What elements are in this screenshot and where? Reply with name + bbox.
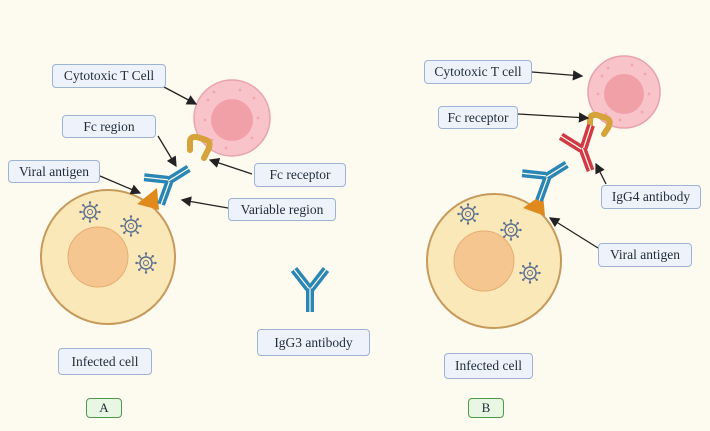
- arrows-a: [99, 86, 253, 209]
- label-cytotoxic-t-cell-b: Cytotoxic T cell: [424, 60, 532, 84]
- panel-tag-b: B: [468, 398, 504, 418]
- label-igg3-antibody: IgG3 antibody: [257, 329, 370, 356]
- t-cell-b: [587, 55, 661, 129]
- panel-tag-a: A: [86, 398, 122, 418]
- viral-antigen-icon: [137, 188, 159, 210]
- label-infected-cell-a: Infected cell: [58, 348, 152, 375]
- label-fc-receptor-a: Fc receptor: [254, 163, 346, 187]
- label-viral-antigen-b: Viral antigen: [598, 243, 692, 267]
- antibody-icon: [517, 147, 578, 206]
- fc-receptor-icon: [187, 133, 213, 161]
- antibody-icon: [290, 266, 330, 313]
- label-fc-receptor-b: Fc receptor: [438, 106, 518, 129]
- t-cell-a: [193, 79, 271, 157]
- label-cytotoxic-t-cell-a: Cytotoxic T Cell: [52, 64, 166, 88]
- fc-receptor-icon: [587, 111, 613, 137]
- label-infected-cell-b: Infected cell: [444, 353, 533, 379]
- infected-cell-b: [426, 193, 562, 329]
- label-igg4-antibody: IgG4 antibody: [601, 185, 701, 209]
- label-fc-region: Fc region: [62, 115, 156, 138]
- infected-cell-a: [40, 189, 176, 325]
- arrows-b: [517, 70, 607, 249]
- label-variable-region: Variable region: [228, 198, 336, 221]
- label-viral-antigen-a: Viral antigen: [8, 160, 100, 183]
